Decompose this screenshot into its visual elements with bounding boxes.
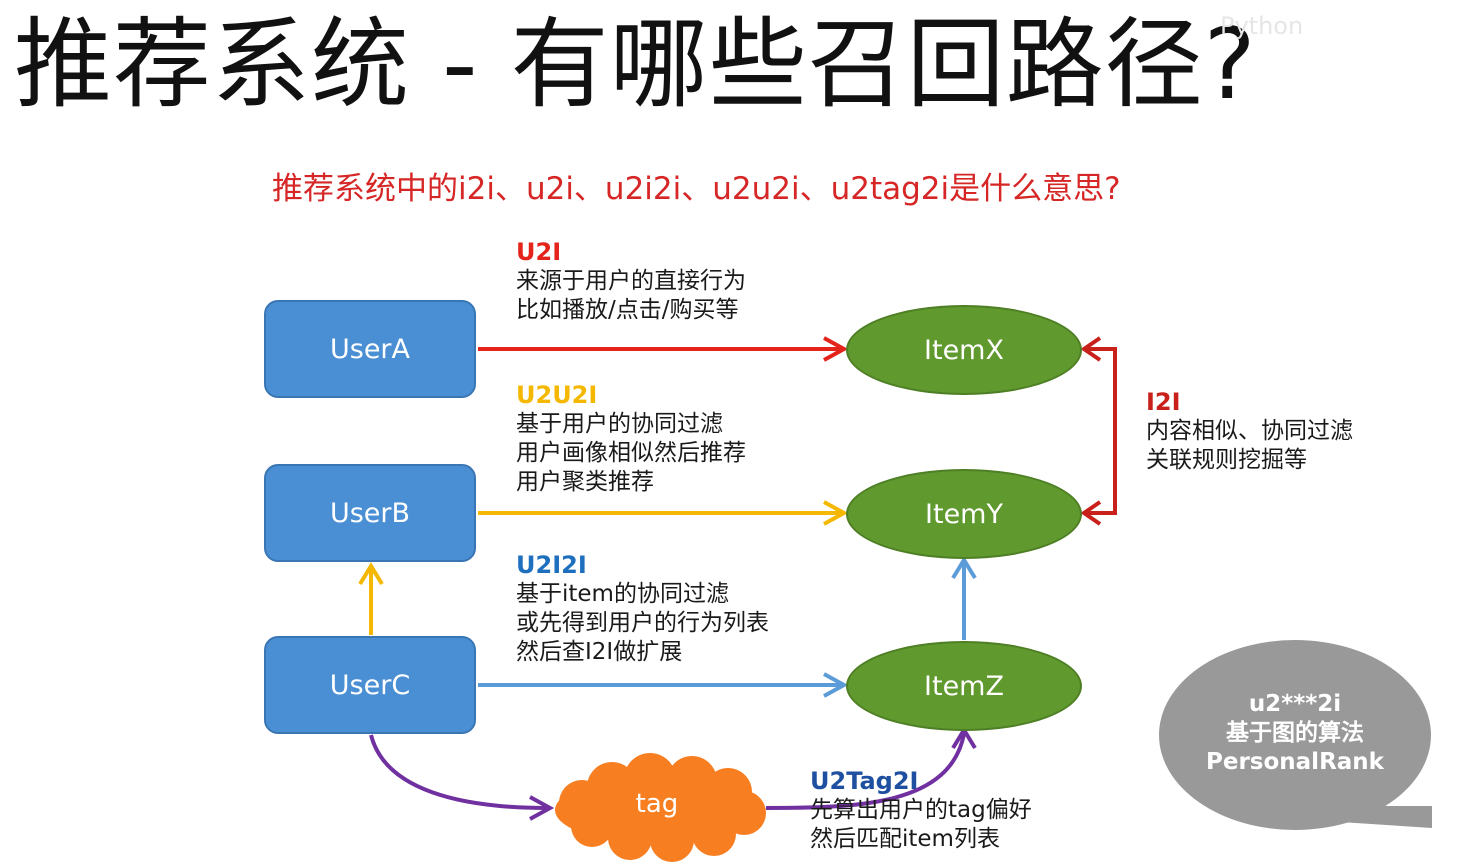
u2tag2i-line: 先算出用户的tag偏好 — [810, 797, 1032, 823]
u2tag2i-label: U2Tag2I 先算出用户的tag偏好 然后匹配item列表 — [810, 767, 1032, 854]
user-node-userb: UserB — [264, 464, 476, 562]
tag-cloud — [555, 753, 766, 862]
u2i2i-arrow — [478, 672, 849, 698]
u2i-title: U2I — [516, 238, 562, 266]
item-node-itemy: ItemY — [846, 469, 1082, 559]
userc-to-userb-arrow — [358, 562, 384, 635]
u2i-arrow — [478, 336, 849, 362]
watermark: Python — [1220, 12, 1304, 40]
u2u2i-title: U2U2I — [516, 381, 598, 409]
u2u2i-label: U2U2I 基于用户的协同过滤 用户画像相似然后推荐 用户聚类推荐 — [516, 381, 746, 497]
graph-algorithm-bubble — [1159, 640, 1432, 830]
u2i2i-title: U2I2I — [516, 551, 587, 579]
u2u2i-line: 基于用户的协同过滤 — [516, 411, 723, 437]
u2tag2i-line: 然后匹配item列表 — [810, 826, 1000, 852]
u2i2i-line: 然后查I2I做扩展 — [516, 639, 683, 665]
bubble-line: u2***2i — [1248, 691, 1342, 717]
u2i-label: U2I 来源于用户的直接行为 比如播放/点击/购买等 — [516, 238, 746, 325]
bubble-line: 基于图的算法 — [1226, 720, 1364, 746]
user-node-userc: UserC — [264, 636, 476, 734]
u2u2i-arrow — [478, 500, 849, 526]
subtitle: 推荐系统中的i2i、u2i、u2i2i、u2u2i、u2tag2i是什么意思? — [272, 171, 1121, 207]
i2i-title: I2I — [1146, 388, 1181, 416]
u2u2i-line: 用户画像相似然后推荐 — [516, 440, 746, 466]
u2i2i-label: U2I2I 基于item的协同过滤 或先得到用户的行为列表 然后查I2I做扩展 — [516, 551, 769, 667]
u2u2i-line: 用户聚类推荐 — [516, 469, 654, 495]
u2i2i-line: 基于item的协同过滤 — [516, 581, 729, 607]
bubble-line: PersonalRank — [1206, 749, 1384, 775]
page-title: 推荐系统 - 有哪些召回路径? — [14, 8, 1257, 122]
user-node-usera: UserA — [264, 300, 476, 398]
item-node-itemz: ItemZ — [846, 641, 1082, 731]
i2i-label: I2I 内容相似、协同过滤 关联规则挖掘等 — [1146, 388, 1353, 475]
graph-algorithm-text: u2***2i 基于图的算法 PersonalRank — [1160, 690, 1430, 777]
userc-to-tag-arrow — [369, 734, 555, 821]
u2i2i-line: 或先得到用户的行为列表 — [516, 610, 769, 636]
u2i-line: 比如播放/点击/购买等 — [516, 297, 739, 323]
i2i-bracket-arrow — [1080, 336, 1117, 526]
u2tag2i-title: U2Tag2I — [810, 767, 919, 795]
u2i-line: 来源于用户的直接行为 — [516, 268, 746, 294]
i2i-line: 内容相似、协同过滤 — [1146, 418, 1353, 444]
i2i-line: 关联规则挖掘等 — [1146, 447, 1307, 473]
itemz-to-itemy-arrow — [951, 556, 977, 640]
item-node-itemx: ItemX — [846, 305, 1082, 395]
tag-node-label: tag — [635, 789, 679, 819]
